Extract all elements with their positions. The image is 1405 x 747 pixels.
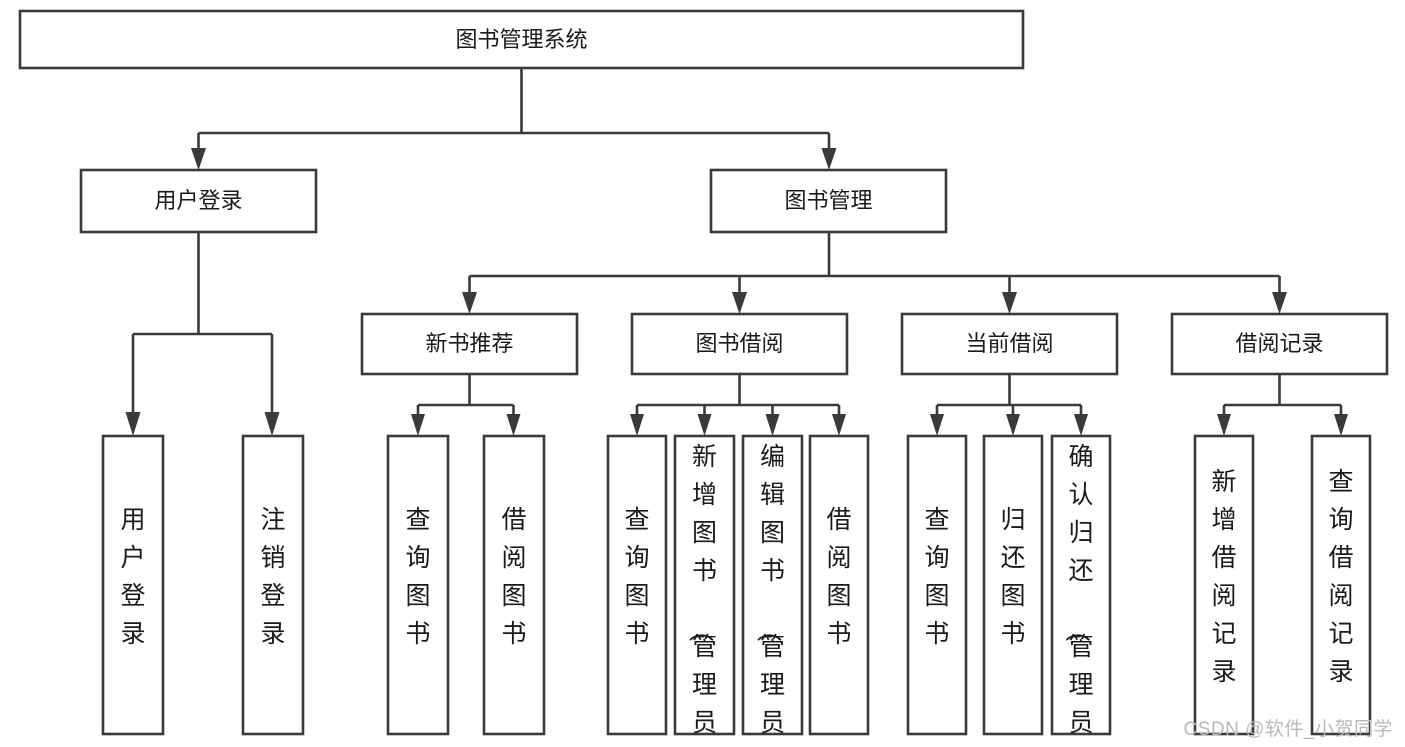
node-user-login[interactable]: 用户登录 [79, 168, 318, 234]
node-book-manage-box [709, 168, 948, 234]
node-user-login-box [79, 168, 318, 234]
connectors-user-login-to-leaves [125, 232, 280, 436]
leaf-current-borrow-3[interactable]: 确认归还（管理员） [1050, 434, 1112, 747]
connectors-book-manage-to-level3 [462, 232, 1287, 314]
arrow-new-book-leaf1 [411, 414, 425, 436]
node-book-borrow-box [630, 312, 849, 376]
leaf-new-book-2-box [482, 434, 546, 736]
arrow-new-book-leaf2 [506, 414, 521, 436]
leaf-new-book-2[interactable]: 借阅图书 [482, 434, 546, 736]
arrow-user-login-leaf2 [264, 412, 280, 436]
node-book-manage[interactable]: 图书管理 [709, 168, 948, 234]
leaf-new-book-2-label: 借阅图书 [501, 506, 526, 648]
node-user-login-label: 用户登录 [154, 188, 242, 213]
leaf-user-login-2-box [241, 434, 305, 736]
leaf-borrow-record-2-box [1310, 434, 1372, 736]
node-borrow-record-label: 借阅记录 [1235, 331, 1323, 356]
leaf-book-borrow-3-box [741, 434, 804, 736]
leaf-book-borrow-4-label: 借阅图书 [826, 506, 851, 648]
node-book-borrow-label: 图书借阅 [695, 331, 783, 356]
connectors-book-borrow-to-leaves [630, 374, 846, 436]
node-root-system[interactable]: 图书管理系统 [18, 9, 1025, 70]
connectors-root-to-level2 [191, 68, 837, 170]
leaf-book-borrow-1-label: 查询图书 [624, 506, 649, 648]
arrow-borrow-record-leaf1 [1217, 414, 1231, 436]
leaf-book-borrow-3-label: 编辑图书（管理员） [754, 443, 785, 747]
leaf-user-login-1-box [101, 434, 165, 736]
leaf-user-login-2[interactable]: 注销登录 [241, 434, 305, 736]
node-borrow-record-box [1170, 312, 1389, 376]
leaf-user-login-1-label: 用户登录 [120, 506, 145, 648]
leaf-book-borrow-4-box [808, 434, 870, 736]
arrow-book-borrow-leaf2 [697, 414, 712, 436]
leaf-new-book-1[interactable]: 查询图书 [386, 434, 450, 736]
connectors-new-book-to-leaves [411, 374, 521, 436]
leaf-new-book-1-label: 查询图书 [405, 506, 430, 648]
leaf-user-login-1[interactable]: 用户登录 [101, 434, 165, 736]
node-root-system-label: 图书管理系统 [455, 27, 587, 52]
leaf-book-borrow-2-label: 新增图书（管理员） [686, 443, 717, 747]
leaf-borrow-record-1[interactable]: 新增借阅记录 [1193, 434, 1255, 736]
arrow-to-user-login [191, 148, 206, 170]
node-current-borrow-box [900, 312, 1119, 376]
node-borrow-record[interactable]: 借阅记录 [1170, 312, 1389, 376]
leaf-current-borrow-1[interactable]: 查询图书 [906, 434, 968, 736]
arrow-user-login-leaf1 [125, 412, 141, 436]
leaf-current-borrow-2[interactable]: 归还图书 [982, 434, 1044, 736]
node-book-manage-label: 图书管理 [784, 188, 872, 213]
arrow-borrow-record-leaf2 [1334, 414, 1348, 436]
leaf-current-borrow-3-label: 确认归还（管理员） [1062, 443, 1093, 747]
arrow-to-book-manage [821, 148, 837, 170]
arrow-book-borrow-leaf1 [630, 414, 644, 436]
arrow-to-new-book [462, 292, 477, 314]
node-root-system-box [18, 9, 1025, 70]
arrow-book-borrow-leaf4 [832, 414, 846, 436]
arrow-to-borrow-record [1272, 292, 1287, 314]
arrow-to-current-borrow [1002, 292, 1017, 314]
connectors-current-borrow-to-leaves [930, 374, 1088, 436]
leaf-book-borrow-4[interactable]: 借阅图书 [808, 434, 870, 736]
leaf-book-borrow-3[interactable]: 编辑图书（管理员） [741, 434, 804, 747]
node-new-book-recommend-box [360, 312, 579, 376]
leaf-borrow-record-1-box [1193, 434, 1255, 736]
arrow-current-borrow-leaf1 [930, 414, 944, 436]
leaf-book-borrow-2[interactable]: 新增图书（管理员） [673, 434, 736, 747]
arrow-current-borrow-leaf3 [1074, 414, 1088, 436]
leaf-current-borrow-2-label: 归还图书 [1000, 506, 1025, 648]
node-new-book-recommend-label: 新书推荐 [425, 331, 513, 356]
node-new-book-recommend[interactable]: 新书推荐 [360, 312, 579, 376]
leaf-current-borrow-1-label: 查询图书 [924, 506, 949, 648]
connectors-borrow-record-to-leaves [1217, 374, 1348, 436]
leaf-user-login-2-label: 注销登录 [260, 506, 285, 648]
leaf-current-borrow-2-box [982, 434, 1044, 736]
arrow-book-borrow-leaf3 [765, 414, 780, 436]
node-current-borrow-label: 当前借阅 [965, 331, 1053, 356]
leaf-borrow-record-2-label: 查询借阅记录 [1328, 468, 1353, 686]
arrow-to-book-borrow [732, 292, 747, 314]
node-book-borrow[interactable]: 图书借阅 [630, 312, 849, 376]
leaf-book-borrow-1-box [606, 434, 668, 736]
leaf-current-borrow-3-box [1050, 434, 1112, 736]
node-current-borrow[interactable]: 当前借阅 [900, 312, 1119, 376]
leaf-borrow-record-2[interactable]: 查询借阅记录 [1310, 434, 1372, 736]
leaf-book-borrow-1[interactable]: 查询图书 [606, 434, 668, 736]
leaf-current-borrow-1-box [906, 434, 968, 736]
arrow-current-borrow-leaf2 [1006, 414, 1020, 436]
leaf-book-borrow-2-box [673, 434, 736, 736]
leaf-borrow-record-1-label: 新增借阅记录 [1211, 468, 1236, 686]
leaf-new-book-1-box [386, 434, 450, 736]
